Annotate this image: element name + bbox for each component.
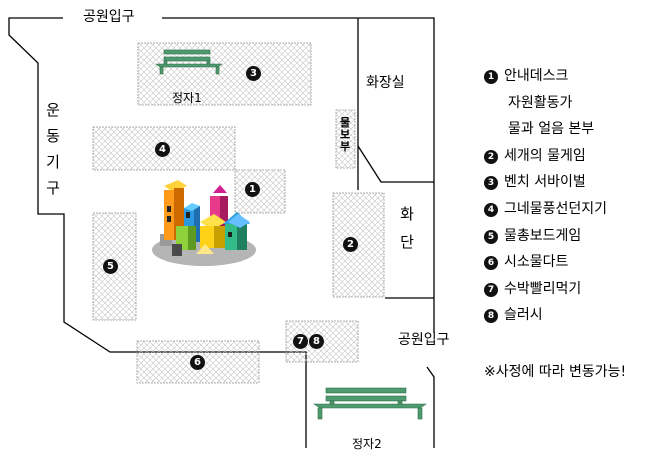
flower-bed-label: 화단 xyxy=(400,205,414,251)
legend-text: 수박빨리먹기 xyxy=(504,280,582,297)
toilet-label: 화장실 xyxy=(366,75,405,91)
legend-item: 6 시소물다트 xyxy=(484,252,607,279)
zone-6-marker: 6 xyxy=(190,355,205,370)
legend-text: 그네물풍선던지기 xyxy=(504,200,608,217)
water-station-label: 물보부 xyxy=(339,116,351,153)
legend-text: 자원활동가 xyxy=(508,94,573,111)
zone-8-marker: 8 xyxy=(309,334,324,349)
gate-right-label: 공원입구 xyxy=(398,332,450,348)
zone-4-marker: 4 xyxy=(155,142,170,157)
legend-item: 2 세개의 물게임 xyxy=(484,146,607,173)
zones xyxy=(92,42,385,384)
legend-text: 물총보드게임 xyxy=(504,227,582,244)
legend-item: 8 슬러시 xyxy=(484,305,607,332)
legend-item: 1 안내데스크 xyxy=(484,66,607,93)
legend-number: 1 xyxy=(484,70,498,84)
legend-item: 7 수박빨리먹기 xyxy=(484,279,607,306)
exercise-equipment-label: 운동기구 xyxy=(46,101,60,197)
zone-3-marker: 3 xyxy=(246,66,261,81)
zone-7-marker: 7 xyxy=(293,334,308,349)
legend-text: 안내데스크 xyxy=(504,68,569,84)
legend-item: 3 벤치 서바이벌 xyxy=(484,172,607,199)
legend-item: 4 그네물풍선던지기 xyxy=(484,199,607,226)
legend-text: 물과 얼음 본부 xyxy=(508,121,595,138)
water-station-area xyxy=(335,109,356,169)
legend-number: 3 xyxy=(484,176,498,191)
zone-1-marker: 1 xyxy=(245,182,260,197)
bench-2-label: 정자2 xyxy=(352,437,382,451)
zone-2-marker: 2 xyxy=(343,237,358,252)
bench-2-icon xyxy=(313,387,427,420)
legend-number: 8 xyxy=(484,309,498,324)
legend-number: 7 xyxy=(484,282,498,297)
legend-text: 시소물다트 xyxy=(504,254,569,271)
legend-number: 5 xyxy=(484,229,498,244)
gate-top-label: 공원입구 xyxy=(83,9,135,25)
legend-number: 2 xyxy=(484,149,498,164)
legend-text: 슬러시 xyxy=(504,307,543,324)
legend-number: 6 xyxy=(484,256,498,271)
change-notice: ※사정에 따라 변동가능! xyxy=(484,364,627,380)
legend-text: 세개의 물게임 xyxy=(504,147,586,164)
legend-item: 5 물총보드게임 xyxy=(484,226,607,253)
zone-2-area xyxy=(332,192,385,298)
legend-item: 자원활동가 xyxy=(484,93,607,120)
bench-1-label: 정자1 xyxy=(172,91,202,105)
legend-item: 물과 얼음 본부 xyxy=(484,119,607,146)
legend-text: 벤치 서바이벌 xyxy=(504,174,586,191)
bench-1-icon xyxy=(155,49,223,75)
legend-number: 4 xyxy=(484,202,498,217)
toy-buildings-icon xyxy=(152,180,256,266)
zone-5-marker: 5 xyxy=(103,259,118,274)
zone-1-area xyxy=(234,169,286,214)
